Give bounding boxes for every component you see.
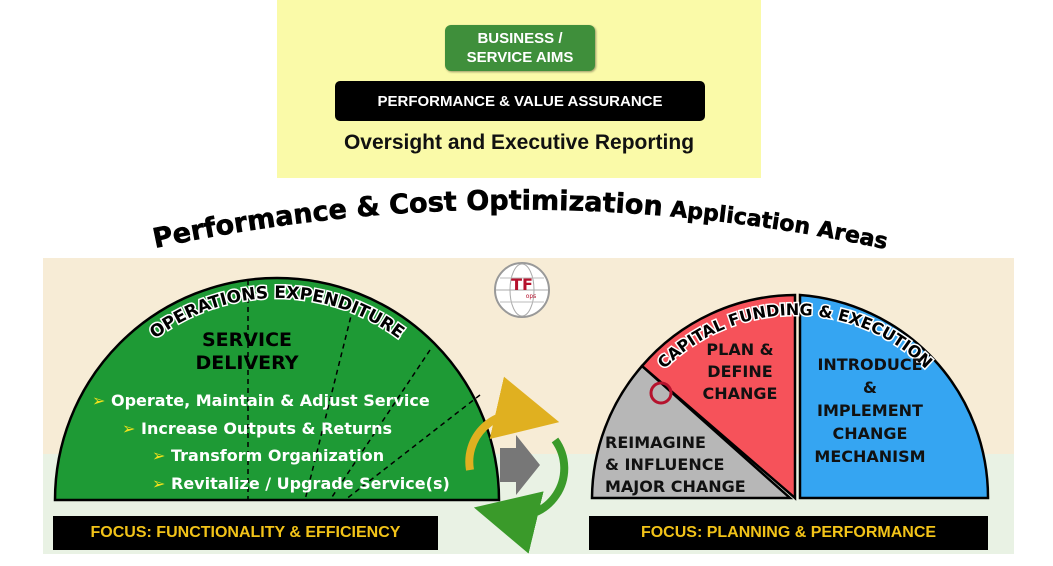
reimagine-line-1: REIMAGINE: [605, 433, 706, 452]
service-item-2: Increase Outputs & Returns: [141, 419, 392, 438]
service-item-bullet-1: ➢: [92, 391, 105, 410]
plan-line-1: PLAN &: [706, 340, 773, 359]
reimagine-line-3: MAJOR CHANGE: [605, 477, 746, 496]
introduce-line-5: MECHANISM: [814, 447, 925, 466]
aims-line-1: BUSINESS /: [477, 30, 563, 47]
section-title-suffix: Application Areas: [669, 197, 890, 255]
service-delivery-heading-2: DELIVERY: [196, 352, 299, 374]
performance-value-assurance-box: PERFORMANCE & VALUE ASSURANCE: [335, 81, 705, 121]
introduce-line-2: &: [863, 378, 877, 397]
service-item-3: Transform Organization: [171, 446, 384, 465]
logo-sub: ops: [526, 293, 537, 300]
introduce-line-3: IMPLEMENT: [817, 401, 923, 420]
business-service-aims-box: BUSINESS / SERVICE AIMS: [445, 25, 595, 71]
cycle-arrows-icon: [465, 376, 569, 554]
reimagine-line-2: & INFLUENCE: [605, 455, 724, 474]
service-item-bullet-2: ➢: [122, 419, 135, 438]
section-title-main: Performance & Cost Optimization: [150, 185, 664, 254]
service-item-4: Revitalize / Upgrade Service(s): [171, 474, 450, 493]
introduce-line-1: INTRODUCE: [817, 355, 922, 374]
focus-functionality-efficiency-bar: FOCUS: FUNCTIONALITY & EFFICIENCY: [53, 516, 438, 550]
capital-funding-chart: [590, 293, 990, 501]
service-item-bullet-3: ➢: [152, 446, 165, 465]
logo-letters: TF: [511, 275, 533, 294]
section-title: Performance & Cost Optimization Applicat…: [150, 185, 890, 255]
service-delivery-heading-1: SERVICE: [202, 329, 292, 351]
service-item-bullet-4: ➢: [152, 474, 165, 493]
focus-planning-performance-bar: FOCUS: PLANNING & PERFORMANCE: [589, 516, 988, 550]
operations-expenditure-chart: [53, 276, 501, 502]
plan-line-2: DEFINE: [707, 362, 772, 381]
aims-line-2: SERVICE AIMS: [466, 49, 574, 66]
introduce-line-4: CHANGE: [833, 424, 908, 443]
plan-line-3: CHANGE: [703, 384, 778, 403]
oversight-reporting-text: Oversight and Executive Reporting: [343, 131, 695, 154]
tf-logo: TF ops: [494, 262, 550, 318]
service-item-1: Operate, Maintain & Adjust Service: [111, 391, 430, 410]
